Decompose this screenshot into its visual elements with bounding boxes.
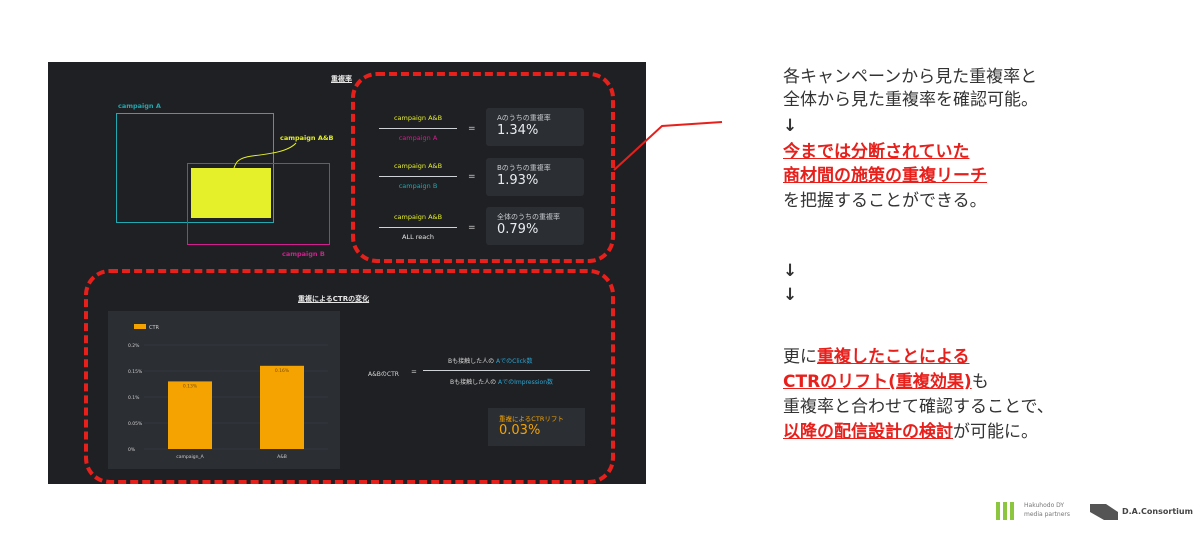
- equals-2: =: [468, 172, 476, 182]
- overlap-rect: [191, 168, 271, 218]
- bar-value-label: 0.16%: [275, 368, 290, 374]
- bar: [260, 365, 304, 449]
- note-line-9-post: が可能に。: [953, 422, 1038, 442]
- bar-value-label: 0.13%: [183, 383, 198, 389]
- stat-all-value: 0.79%: [497, 222, 539, 237]
- down-arrow-3: ↓: [783, 285, 798, 305]
- note-line-6-pre: 更に: [783, 347, 817, 367]
- fraction-1-denominator: campaign A: [398, 134, 438, 142]
- hakuhodo-line-2: media partners: [1024, 511, 1070, 518]
- note-line-7: CTRのリフト(重複効果)も: [783, 371, 989, 393]
- stat-b-label: Bのうちの重複率: [497, 164, 551, 172]
- fraction-2-denominator: campaign B: [398, 182, 438, 190]
- note-line-7-red: CTRのリフト(重複効果): [783, 372, 972, 392]
- fraction-1-numerator: campaign A&B: [393, 114, 443, 122]
- equals-3: =: [468, 223, 476, 233]
- x-tick-label: campaign_A: [176, 454, 204, 460]
- legend-label: CTR: [149, 325, 160, 331]
- y-tick-label: 0.1%: [128, 395, 140, 401]
- fraction-2-numerator: campaign A&B: [393, 162, 443, 170]
- ctr-title: 重複によるCTRの変化: [298, 295, 370, 303]
- campaign-b-rect: [187, 163, 330, 245]
- stat-b-value: 1.93%: [497, 173, 539, 188]
- note-line-8: 重複率と合わせて確認することで、: [783, 397, 1054, 417]
- note-line-6-red: 重複したことによる: [817, 347, 970, 367]
- formula-label: A&BのCTR: [368, 371, 399, 378]
- lift-label: 重複によるCTRリフト: [499, 415, 564, 423]
- y-tick-label: 0.2%: [128, 343, 140, 349]
- lift-value: 0.03%: [499, 423, 541, 438]
- dac-logo-icon: [1088, 500, 1122, 522]
- ctr-chart-panel: CTR 0% 0.05% 0.1% 0.15% 0.2% 0.13% campaign_A 0…: [108, 311, 340, 469]
- note-line-7-post: も: [971, 372, 989, 392]
- hakuhodo-logo-icon: [995, 500, 1019, 522]
- ctr-chart: CTR 0% 0.05% 0.1% 0.15% 0.2% 0.13% campaign_A 0…: [128, 324, 328, 460]
- denominator-prefix: Bも接触した人の: [450, 379, 497, 386]
- overlap-title: 重複率: [331, 75, 352, 83]
- equals-1: =: [468, 124, 476, 134]
- legend-swatch: [134, 324, 146, 329]
- bar: [168, 381, 212, 449]
- dashboard-panel: 重複率 campaign A campaign A&B campaign B c…: [48, 62, 646, 484]
- formula-denominator: Bも接触した人の AでのImpression数: [450, 377, 553, 386]
- formula-equals: =: [411, 368, 417, 376]
- y-tick-label: 0%: [128, 447, 136, 453]
- dac-logo-text: D.A.Consortium: [1122, 507, 1193, 516]
- stat-all-label: 全体のうちの重複率: [497, 213, 560, 221]
- down-arrow-2: ↓: [783, 261, 798, 281]
- y-tick-label: 0.15%: [128, 369, 143, 375]
- note-line-9: 以降の配信設計の検討が可能に。: [783, 421, 1038, 443]
- formula-numerator: Bも接触した人の AでのClick数: [448, 356, 532, 365]
- overlap-connector: [233, 142, 297, 169]
- stat-card-a: Aのうちの重複率 1.34%: [486, 108, 584, 146]
- stat-card-all: 全体のうちの重複率 0.79%: [486, 207, 584, 245]
- note-line-2: 全体から見た重複率を確認可能。: [783, 90, 1038, 110]
- stat-a-label: Aのうちの重複率: [497, 114, 551, 122]
- campaign-b-label: campaign B: [282, 250, 325, 258]
- stat-card-b: Bのうちの重複率 1.93%: [486, 158, 584, 196]
- lift-card: 重複によるCTRリフト 0.03%: [488, 408, 585, 446]
- denominator-highlight: AでのImpression数: [498, 379, 553, 386]
- stat-a-value: 1.34%: [497, 123, 539, 138]
- note-line-9-red: 以降の配信設計の検討: [783, 422, 953, 442]
- x-tick-label: A&B: [277, 454, 287, 460]
- callout-line: [613, 121, 723, 171]
- campaign-ab-label: campaign A&B: [280, 134, 334, 142]
- numerator-highlight: AでのClick数: [496, 358, 533, 365]
- note-line-6: 更に重複したことによる: [783, 346, 970, 368]
- note-line-5: を把握することができる。: [783, 191, 987, 211]
- fraction-3-denominator: ALL reach: [402, 233, 434, 241]
- down-arrow-1: ↓: [783, 116, 798, 136]
- hakuhodo-line-1: Hakuhodo DY: [1024, 502, 1065, 509]
- campaign-a-label: campaign A: [118, 102, 161, 110]
- y-tick-label: 0.05%: [128, 421, 143, 427]
- fraction-3-numerator: campaign A&B: [393, 213, 443, 221]
- numerator-prefix: Bも接触した人の: [448, 358, 495, 365]
- note-line-4: 商材間の施策の重複リーチ: [783, 166, 987, 186]
- note-line-3: 今までは分断されていた: [783, 142, 970, 162]
- campaign-a-rect: [116, 113, 274, 223]
- note-line-1: 各キャンペーンから見た重複率と: [783, 67, 1038, 87]
